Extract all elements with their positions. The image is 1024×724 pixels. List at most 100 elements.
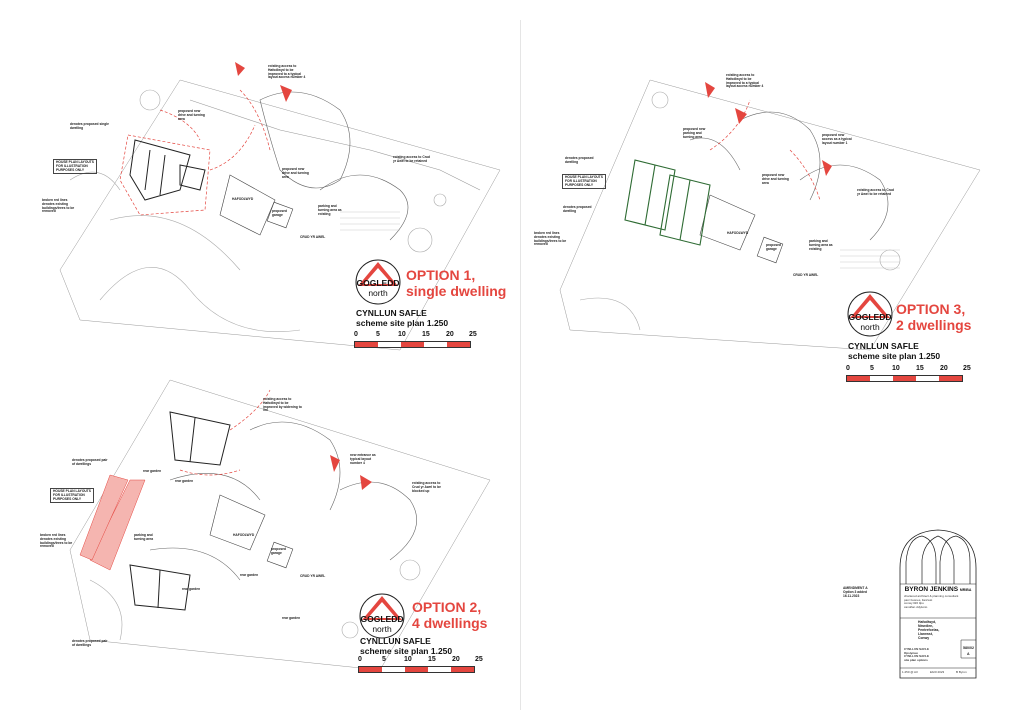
scale-tick: 5 [870,365,874,372]
firm-name: BYRON JENKINS MRIBA [898,586,978,593]
caption-scheme-site-plan: scheme site plan 1.250 [848,351,941,361]
label-crud-yr-awel: CRUD YR AWEL [300,235,326,239]
scale-value: 1.250 @ A3 [902,670,918,674]
site-plan-option-1 [59,62,501,351]
scale-tick: 0 [846,365,850,372]
scale-tick: 15 [422,331,430,338]
scale-tick: 15 [428,656,436,663]
caption-cynllun-safle: CYNLLUN SAFLE [360,636,431,646]
scale-bar [354,341,471,348]
logo-text-north: north [860,322,880,332]
label-hafodlwyd: HAFODLWYD [233,533,255,537]
annotation-rear-garden-2: rear garden [175,479,194,483]
scale-tick: 0 [358,656,362,663]
scale-tick: 25 [469,331,477,338]
gogledd-north-logo [359,593,405,639]
label-crud-yr-awel: CRUD YR AWEL [793,273,819,277]
scale-tick: 15 [916,365,924,372]
scale-tick: 20 [446,331,454,338]
logo-text-north: north [372,624,392,634]
scale-bar [846,375,963,382]
annotation-rear-garden: rear garden [143,469,162,473]
firm-suffix: MRIBA [959,588,972,592]
option-2-title: OPTION 2, [412,599,482,615]
site-address: Hafodlwyd,Niwrdlen,Pentrefoelas,Llanrwst… [918,620,940,640]
logo-text-gogledd: GOGLEDD [848,312,892,322]
scale-tick: 10 [404,656,412,663]
drawing-number: 580/02 [963,646,974,650]
title-block: BYRON JENKINS MRIBA chartered architect … [896,528,981,680]
annotation-rear-garden-5: rear garden [282,616,301,620]
scale-bar [358,666,475,673]
caption-cynllun-safle: CYNLLUN SAFLE [848,341,919,351]
revision: A [967,652,970,656]
annotation-rear-garden-3: rear garden [240,573,259,577]
logo-text-gogledd: GOGLEDD [356,278,400,288]
scale-tick: 5 [382,656,386,663]
logo-text-north: north [368,288,388,298]
site-plan-option-3 [559,79,981,351]
logo-text-gogledd: GOGLEDD [360,614,404,624]
caption-scheme-site-plan: scheme site plan 1.250 [360,646,453,656]
scale-tick: 10 [398,331,406,338]
firm-name-text: BYRON JENKINS [904,586,959,593]
option-2-subtitle: 4 dwellings [412,615,488,631]
option-1-title: OPTION 1, [406,267,476,283]
scale-tick: 20 [452,656,460,663]
scale-tick: 0 [354,331,358,338]
drawn-by: B Byron [956,670,967,674]
scale-tick: 25 [475,656,483,663]
firm-details: chartered architect & planning consultan… [904,594,959,609]
scale-tick: 10 [892,365,900,372]
gogledd-north-logo [355,259,401,305]
annotation-rear-garden-4: rear garden [182,587,201,591]
option-1-subtitle: single dwelling [406,283,507,299]
label-hafodlwyd: HAFODLWYD [232,197,254,201]
option-3-title: OPTION 3, [896,301,966,317]
sheet-divider [520,20,521,710]
label-crud-yr-awel: CRUD YR AWEL [300,574,326,578]
gothic-arch-logo [899,529,977,679]
option-3-subtitle: 2 dwellings [896,317,972,333]
date-value: Ebrill 2023 [930,670,945,674]
scale-tick: 20 [940,365,948,372]
label-hafodlwyd: HAFODLWYD [727,231,749,235]
site-plan-option-2 [69,379,491,671]
caption-scheme-site-plan: scheme site plan 1.250 [356,318,449,328]
gogledd-north-logo [847,291,893,337]
caption-cynllun-safle: CYNLLUN SAFLE [356,308,427,318]
scale-tick: 25 [963,365,971,372]
